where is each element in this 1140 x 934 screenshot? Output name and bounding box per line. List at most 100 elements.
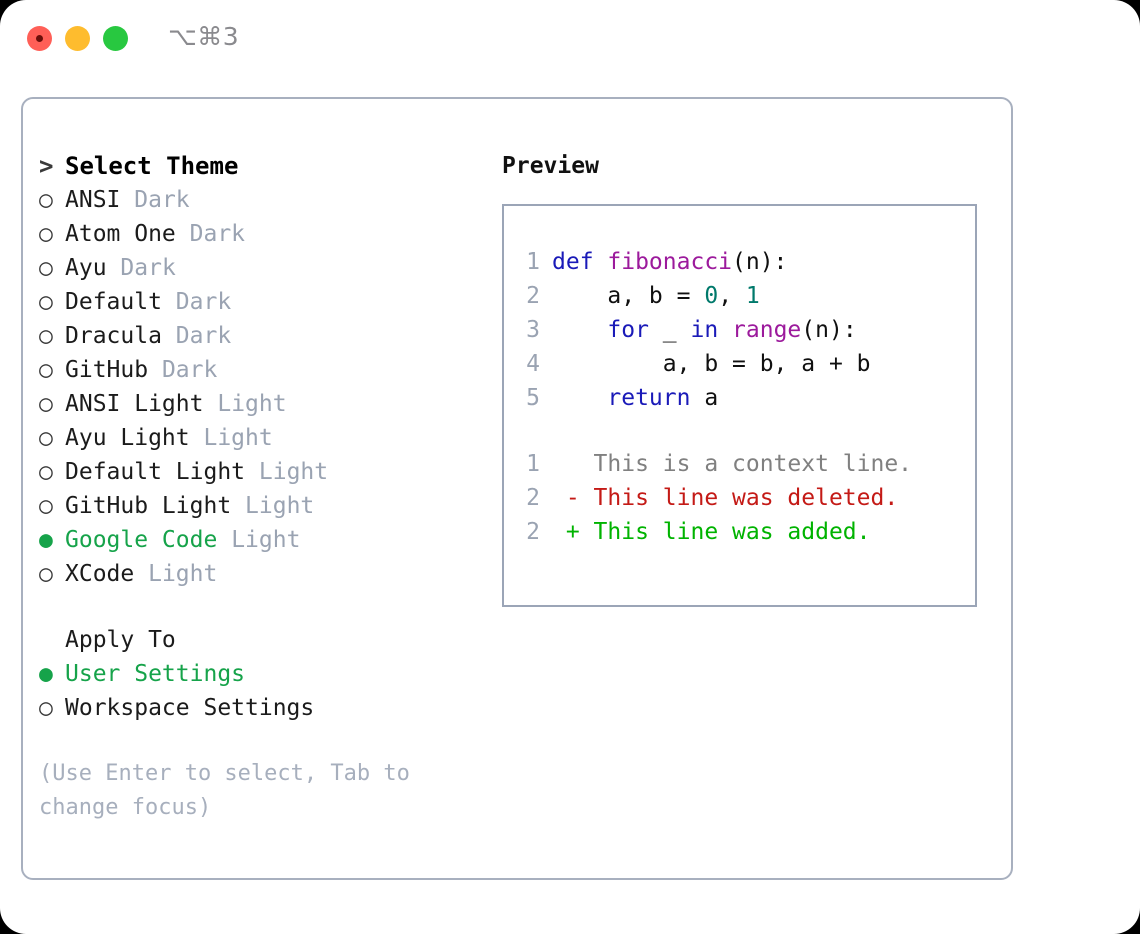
theme-name-separator (245, 459, 259, 485)
apply-to-item[interactable]: ● User Settings (39, 657, 479, 691)
radio-unselected-icon: ○ (39, 357, 53, 383)
code-token: (n): (801, 317, 857, 343)
code-token: range (732, 317, 802, 343)
line-number: 5 (526, 385, 540, 411)
theme-variant-badge: Light (245, 493, 315, 519)
theme-variant-badge: Light (217, 391, 287, 417)
theme-list-item[interactable]: ○ XCode Light (39, 557, 479, 591)
title-bar: ⌥⌘3 (0, 0, 1140, 78)
keyboard-shortcut-label: ⌥⌘3 (168, 22, 240, 51)
theme-list-item[interactable]: ○Default Dark (39, 285, 479, 319)
radio-unselected-icon: ○ (39, 425, 53, 451)
code-token: a, b = (552, 283, 705, 309)
code-token: - This line was deleted. (552, 485, 899, 511)
theme-picker-panel: > Select Theme ○ANSI Dark○Atom One Dark○… (21, 97, 1013, 880)
theme-variant-badge: Dark (175, 323, 232, 349)
theme-name: XCode (65, 561, 135, 587)
theme-name: GitHub (65, 357, 149, 383)
theme-list-item[interactable]: ○ ANSI Light Light (39, 387, 479, 421)
theme-variant-badge: Light (231, 527, 301, 553)
radio-unselected-icon: ○ (39, 391, 53, 417)
theme-name: Default (65, 289, 162, 315)
apply-to-item[interactable]: ○Workspace Settings (39, 691, 479, 725)
theme-name-separator (120, 187, 134, 213)
radio-unselected-icon: ○ (39, 459, 53, 485)
maximize-button[interactable] (103, 26, 128, 51)
theme-name: Google Code (65, 527, 218, 553)
radio-unselected-icon: ○ (39, 493, 53, 519)
theme-list-column: > Select Theme ○ANSI Dark○Atom One Dark○… (39, 149, 479, 825)
code-token (552, 385, 607, 411)
diff-line: 2 - This line was deleted. (516, 481, 969, 515)
line-number: 2 (526, 283, 540, 309)
theme-list-item[interactable]: ○ GitHub Dark (39, 353, 479, 387)
theme-variant-badge: Dark (189, 221, 246, 247)
theme-name-separator (217, 527, 231, 553)
theme-name: Atom One (65, 221, 176, 247)
theme-name-separator (176, 221, 190, 247)
theme-list-item[interactable]: ○ANSI Dark (39, 183, 479, 217)
hint-spacer (39, 725, 479, 757)
radio-selected-icon: ● (39, 661, 53, 687)
code-line: 2 a, b = 0, 1 (516, 279, 969, 313)
theme-variant-badge: Light (148, 561, 218, 587)
apply-to-label: User Settings (65, 661, 246, 687)
theme-name-separator (107, 255, 121, 281)
page-title-text: Select Theme (65, 152, 239, 180)
code-line: 3 for _ in range(n): (516, 313, 969, 347)
code-token: 1 (745, 283, 760, 309)
theme-variant-badge: Light (203, 425, 273, 451)
apply-to-heading: Apply To (65, 627, 176, 653)
theme-variant-badge: Dark (161, 357, 218, 383)
code-token (552, 317, 607, 343)
code-token: in (690, 317, 719, 343)
code-token: for (607, 317, 649, 343)
radio-unselected-icon: ○ (39, 561, 53, 587)
code-token: _ (648, 317, 691, 343)
radio-unselected-icon: ○ (39, 221, 53, 247)
code-token: def (552, 249, 608, 275)
theme-name-separator (148, 357, 162, 383)
code-token: a, b = b, a + b (552, 351, 871, 377)
radio-unselected-icon: ○ (39, 255, 53, 281)
theme-name-separator (162, 289, 176, 315)
line-number: 3 (526, 317, 540, 343)
theme-list-item[interactable]: ●Google Code Light (39, 523, 479, 557)
apply-to-label: Workspace Settings (65, 695, 315, 721)
theme-list: ○ANSI Dark○Atom One Dark○Ayu Dark○Defaul… (39, 183, 479, 591)
theme-list-item[interactable]: ○Dracula Dark (39, 319, 479, 353)
theme-list-item[interactable]: ○ Atom One Dark (39, 217, 479, 251)
apply-to-list: ● User Settings ○Workspace Settings (39, 657, 479, 725)
close-button[interactable] (27, 26, 52, 51)
line-number: 2 (526, 519, 540, 545)
theme-name-separator (231, 493, 245, 519)
theme-list-item[interactable]: ○ Ayu Dark (39, 251, 479, 285)
window-controls (27, 26, 128, 51)
theme-list-item[interactable]: ○Ayu Light Light (39, 421, 479, 455)
theme-name-separator (190, 425, 204, 451)
theme-variant-badge: Dark (175, 289, 232, 315)
minimize-button[interactable] (65, 26, 90, 51)
theme-variant-badge: Dark (120, 255, 176, 281)
diff-line: 2 + This line was added. (516, 515, 969, 549)
diff-line: 1 This is a context line. (516, 447, 969, 481)
line-number: 4 (526, 351, 540, 377)
code-diff-separator (516, 415, 969, 447)
theme-list-item[interactable]: ○Default Light Light (39, 455, 479, 489)
theme-name-separator (162, 323, 176, 349)
theme-list-item[interactable]: ○ GitHub Light Light (39, 489, 479, 523)
theme-name: GitHub Light (65, 493, 232, 519)
theme-name: Default Light (65, 459, 246, 485)
code-token: return (607, 385, 691, 411)
code-token: (n): (732, 249, 788, 275)
theme-name: Ayu (65, 255, 107, 281)
page-title: > Select Theme (39, 149, 479, 183)
line-number: 1 (526, 249, 540, 275)
theme-name: ANSI Light (65, 391, 204, 417)
code-line: 5 return a (516, 381, 969, 415)
code-token: 0 (704, 283, 719, 309)
